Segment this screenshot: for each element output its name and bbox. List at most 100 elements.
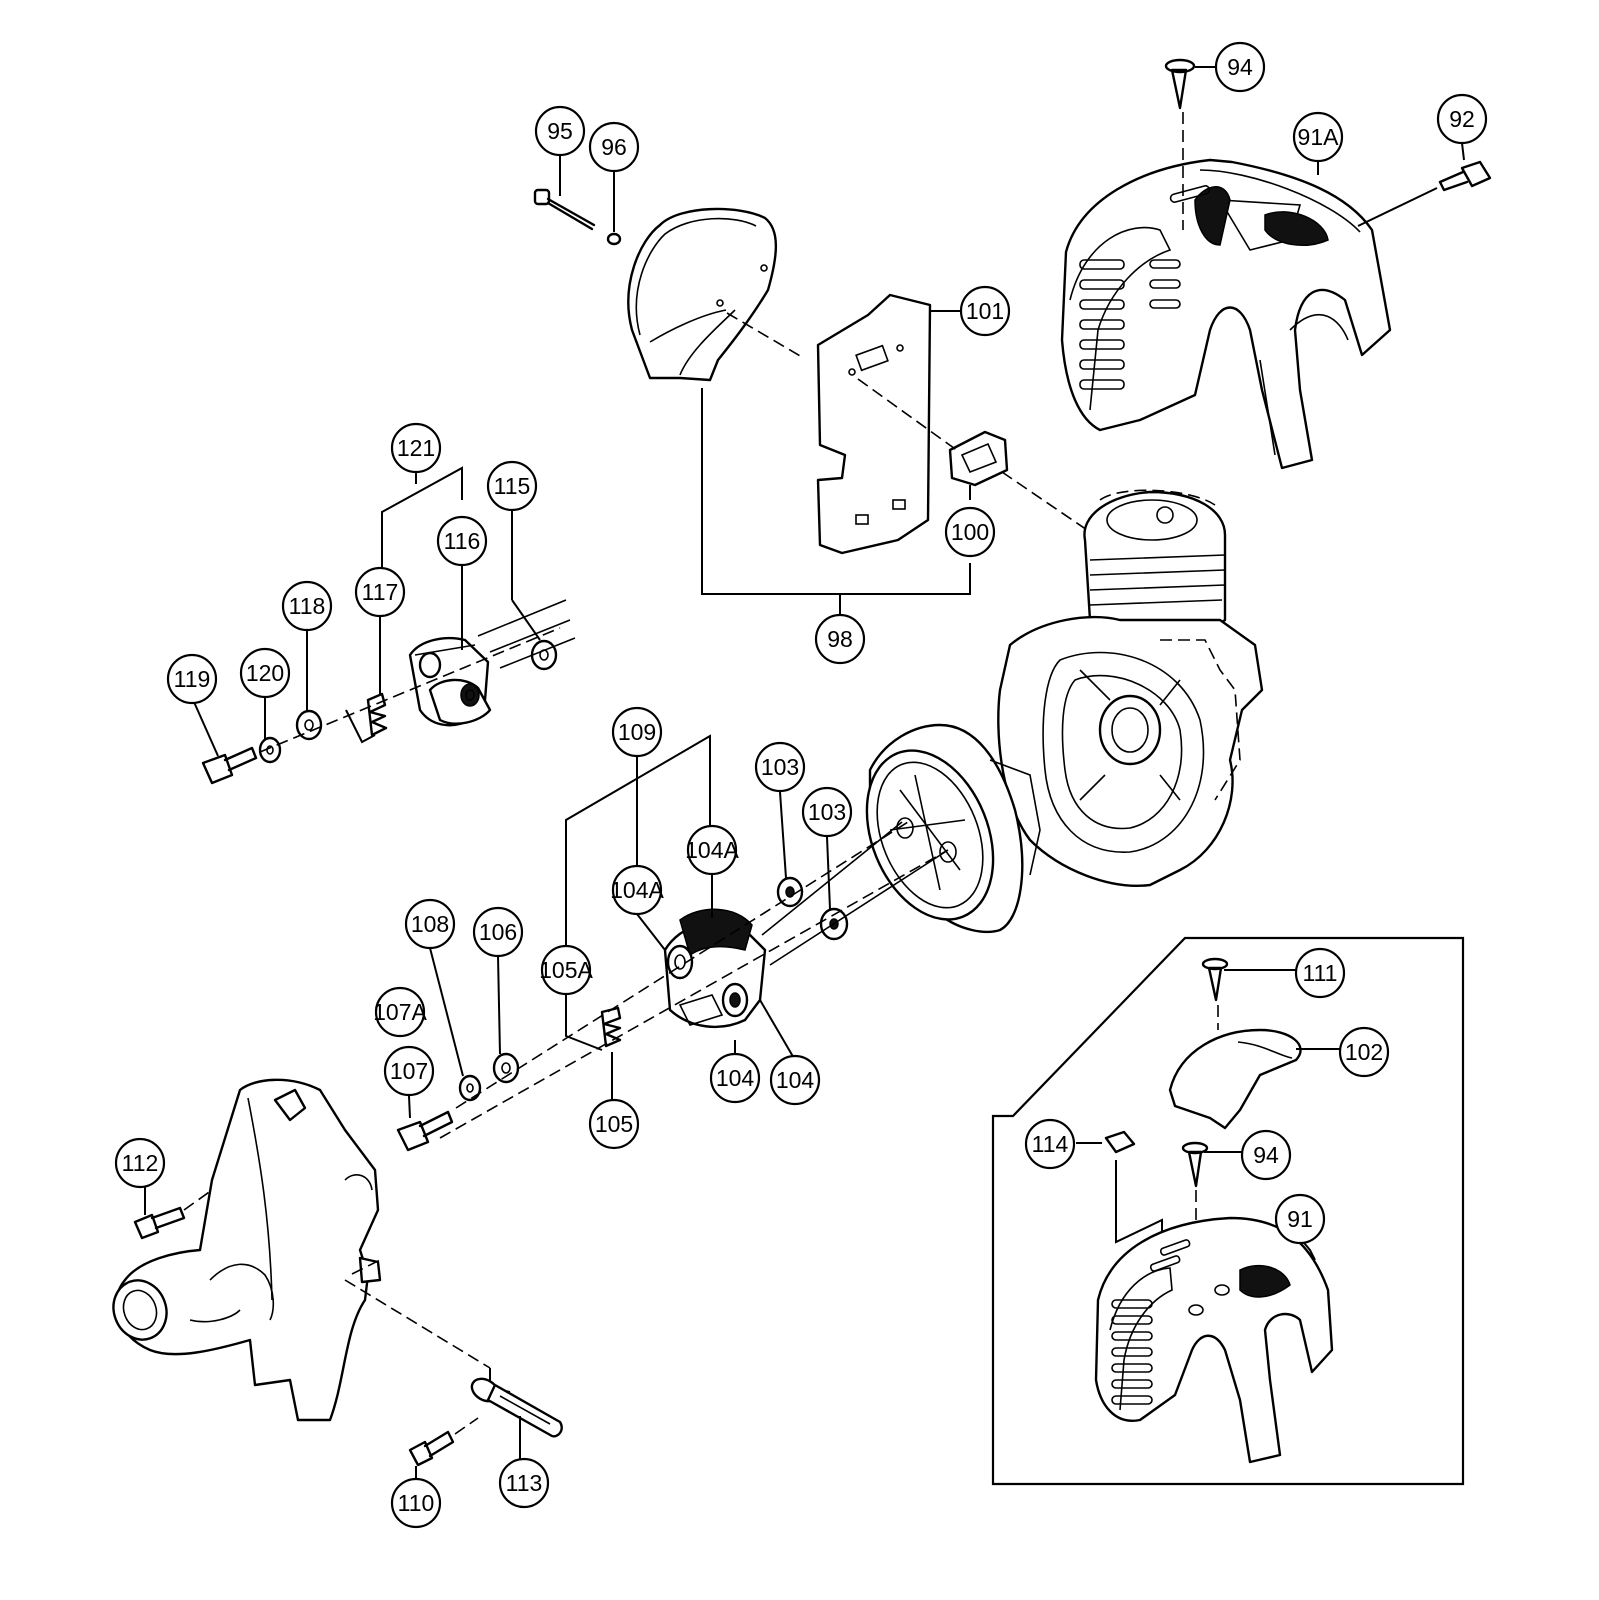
callout-108: 108 [404, 898, 456, 950]
screw-92 [1357, 160, 1492, 227]
clutch-housing [112, 1078, 382, 1422]
callout-label: 118 [289, 593, 326, 619]
bolt-107 [396, 1110, 454, 1152]
callout-label: 104A [685, 837, 739, 863]
callout-112: 112 [114, 1137, 166, 1189]
callout-116: 116 [436, 515, 488, 567]
callout-117: 117 [354, 566, 406, 618]
callout-label: 114 [1032, 1131, 1069, 1157]
spring-105 [600, 1006, 622, 1104]
callout-label: 115 [494, 473, 531, 499]
callout-91: 91 [1274, 1193, 1326, 1245]
callout-95: 95 [534, 105, 586, 157]
callout-103-b: 103 [801, 786, 853, 838]
inset-frame [991, 936, 1465, 1486]
callout-label: 113 [506, 1470, 543, 1496]
callout-label: 117 [362, 579, 399, 605]
callout-label: 110 [398, 1490, 435, 1516]
washer-118 [295, 709, 323, 741]
callout-label: 100 [951, 519, 989, 545]
callout-113: 113 [498, 1457, 550, 1509]
gasket-100 [948, 430, 1009, 487]
bolt-119 [201, 746, 258, 785]
callout-label: 105 [595, 1111, 633, 1137]
callout-104a-lower: 104A [610, 864, 665, 916]
callout-label: 91A [1298, 124, 1340, 150]
callout-label: 94 [1253, 1142, 1279, 1168]
callout-107a: 107A [373, 986, 428, 1038]
callout-label: 105A [539, 957, 593, 983]
callout-94-inset: 94 [1240, 1129, 1292, 1181]
washer-106 [492, 1052, 520, 1084]
callout-114: 114 [1024, 1118, 1076, 1170]
callout-label: 94 [1227, 54, 1253, 80]
clutch-shoe-104 [663, 908, 767, 1029]
callout-label: 103 [761, 754, 799, 780]
callout-label: 108 [411, 911, 449, 937]
engine-cylinder [1083, 489, 1227, 652]
heat-shield-101 [816, 293, 932, 555]
callout-label: 98 [827, 626, 853, 652]
engine-cover-91a [1060, 158, 1392, 470]
callout-label: 111 [1303, 960, 1338, 986]
callout-101: 101 [959, 285, 1011, 337]
callout-105a: 105A [539, 944, 594, 996]
washer-108 [458, 1074, 482, 1102]
starter-cap-102 [1168, 1028, 1340, 1130]
callout-label: 107 [390, 1058, 428, 1084]
washer-96 [606, 232, 622, 246]
washer-115 [530, 639, 558, 671]
washer-103a [776, 876, 804, 908]
callout-105: 105 [588, 1098, 640, 1150]
callout-110: 110 [390, 1477, 442, 1529]
callout-121: 121 [390, 422, 442, 474]
callout-label: 95 [547, 118, 573, 144]
callout-label: 103 [808, 799, 846, 825]
screw-94-top [1164, 58, 1196, 230]
callout-120: 120 [239, 647, 291, 699]
callout-label: 109 [618, 719, 656, 745]
callout-label: 119 [174, 666, 211, 692]
callout-96: 96 [588, 121, 640, 173]
callout-label: 121 [397, 435, 435, 461]
callout-label: 104A [610, 877, 664, 903]
callout-label: 91 [1287, 1206, 1313, 1232]
callout-119: 119 [166, 653, 218, 705]
wrench-113 [470, 1377, 563, 1460]
screw-112 [133, 1186, 213, 1240]
callout-115: 115 [486, 460, 538, 512]
callout-103-a: 103 [754, 741, 806, 793]
callout-104-b: 104 [769, 1054, 821, 1106]
callout-94-top: 94 [1214, 41, 1266, 93]
screw-111 [1201, 957, 1296, 1030]
engine-crankcase [997, 615, 1264, 887]
cover-vent-slots [1079, 185, 1211, 390]
callout-106: 106 [472, 906, 524, 958]
callout-label: 116 [444, 528, 481, 554]
callout-102: 102 [1338, 1026, 1390, 1078]
callout-98: 98 [814, 613, 866, 665]
muffler-bolt-95 [533, 188, 596, 231]
callout-label: 101 [966, 298, 1004, 324]
engine-cover-91 [1094, 1216, 1334, 1464]
callout-109: 109 [611, 706, 663, 758]
callout-label: 106 [479, 919, 517, 945]
callout-label: 104 [716, 1065, 755, 1091]
callout-92: 92 [1436, 93, 1488, 145]
callout-label: 104 [776, 1067, 815, 1093]
callout-91a: 91A [1292, 111, 1344, 163]
callout-label: 107A [373, 999, 427, 1025]
screw-110 [408, 1417, 479, 1480]
callout-104-a: 104 [709, 1052, 761, 1104]
callout-label: 112 [122, 1150, 159, 1176]
spring-117 [345, 692, 388, 744]
muffler-cover [627, 207, 778, 382]
callout-111: 111 [1294, 947, 1346, 999]
callout-label: 120 [246, 660, 284, 686]
callout-label: 92 [1449, 106, 1475, 132]
callout-107: 107 [383, 1045, 435, 1097]
washer-120 [258, 736, 282, 764]
callout-118: 118 [281, 580, 333, 632]
callout-100: 100 [944, 506, 996, 558]
